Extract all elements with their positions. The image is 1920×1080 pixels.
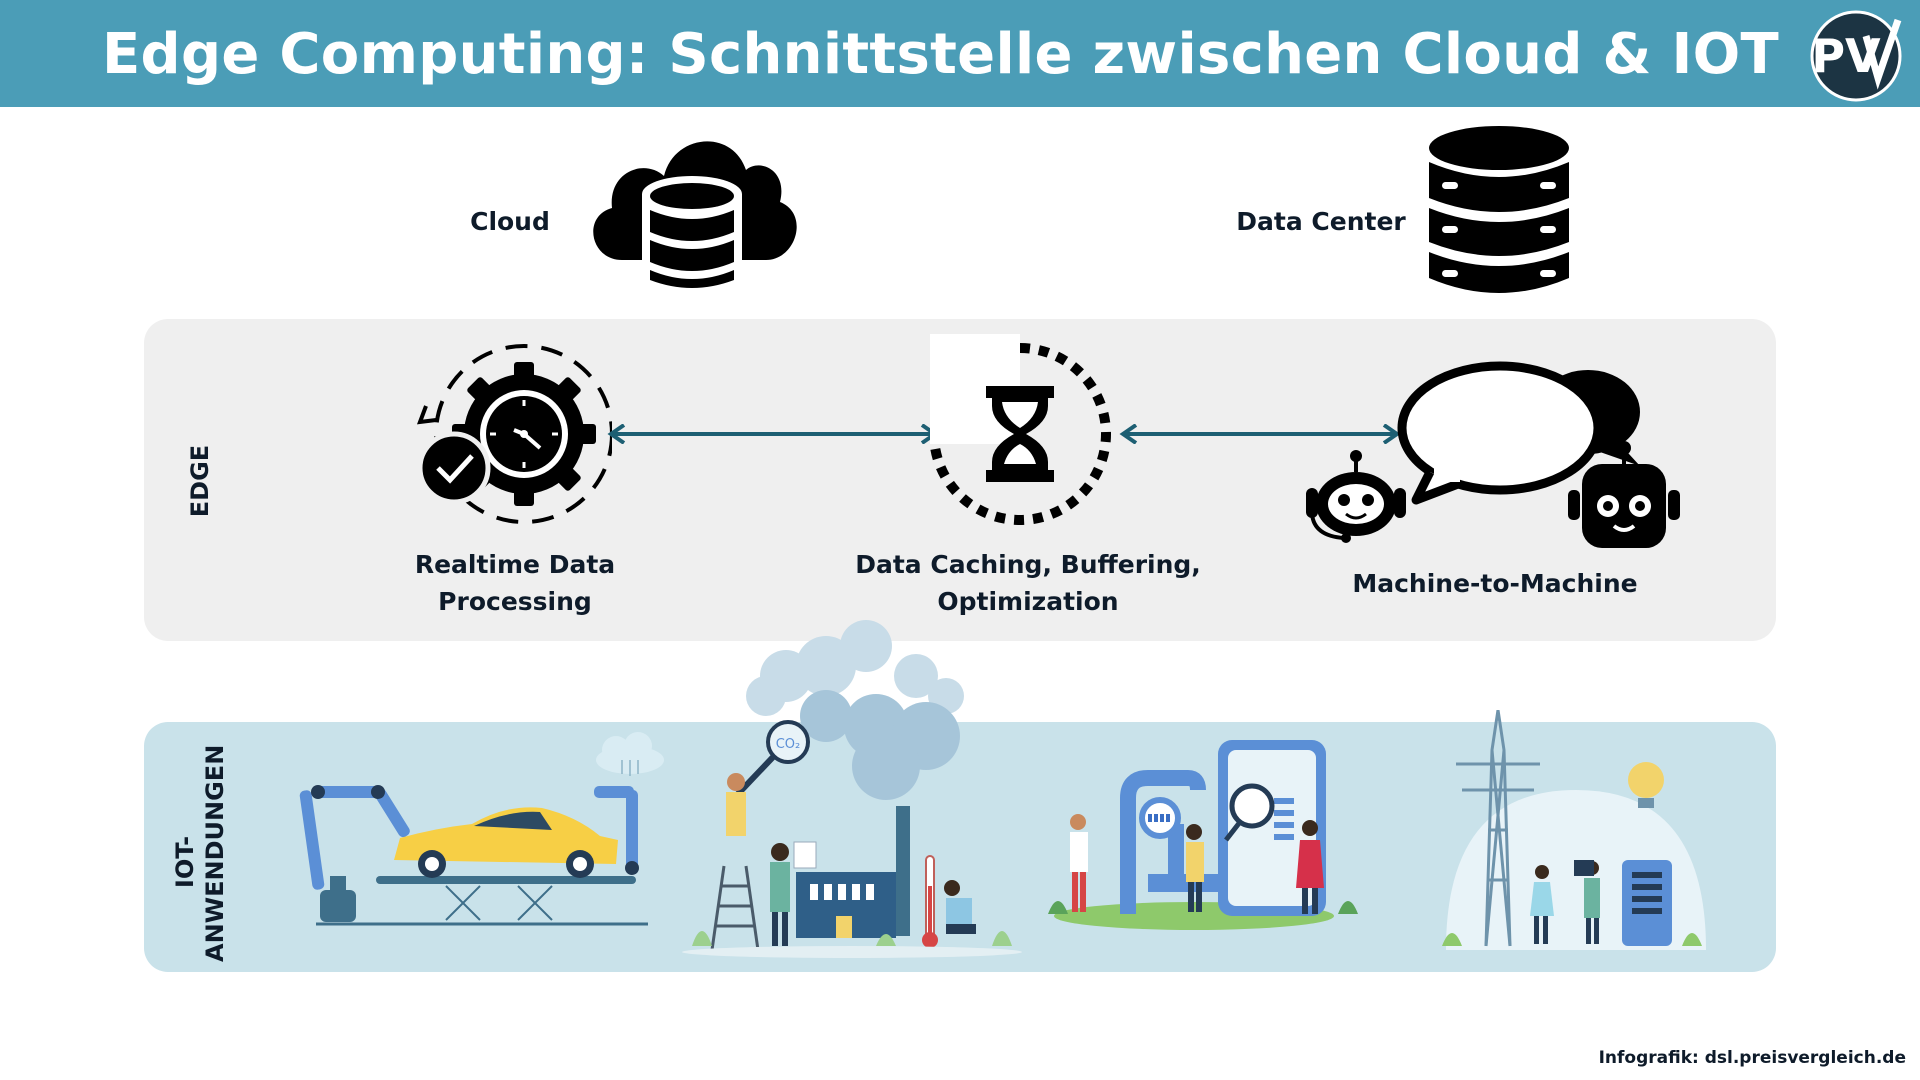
cloud-database-icon: [582, 124, 802, 296]
iot-label-line1: IOT-: [171, 835, 199, 889]
datacenter-label: Data Center: [1236, 207, 1406, 236]
cloud-label: Cloud: [470, 207, 550, 236]
iot-section-label: IOT- ANWENDUNGEN: [170, 745, 230, 962]
m2m-label: Machine-to-Machine: [1352, 569, 1638, 598]
bidirectional-arrow: [606, 424, 940, 444]
credit-text: Infografik: dsl.preisvergleich.de: [1598, 1048, 1906, 1068]
page-title: Edge Computing: Schnittstelle zwischen C…: [102, 22, 1779, 87]
power-grid-illustration: [1426, 710, 1714, 954]
caching-label-line1: Data Caching, Buffering,: [855, 550, 1201, 579]
svg-text:CO₂: CO₂: [776, 737, 801, 752]
server-stack-icon: [1426, 126, 1572, 300]
gear-clock-icon: [416, 340, 612, 530]
edge-section-label: EDGE: [186, 444, 214, 518]
robots-chat-icon: [1300, 360, 1690, 560]
hourglass-icon: [930, 334, 1126, 534]
realtime-processing-label-line2: Processing: [438, 587, 592, 616]
iot-label-line2: ANWENDUNGEN: [201, 744, 229, 962]
robot-right: [1568, 441, 1680, 548]
bidirectional-arrow: [1118, 424, 1402, 444]
caching-label-line2: Optimization: [937, 587, 1119, 616]
water-meter-illustration: [1048, 728, 1360, 936]
robot-car-assembly-illustration: [296, 730, 676, 930]
co2-factory-illustration: CO₂: [676, 616, 1028, 960]
realtime-processing-label-line1: Realtime Data: [414, 550, 616, 579]
header-bar: [0, 0, 1920, 107]
brand-logo: PV: [1808, 8, 1904, 104]
